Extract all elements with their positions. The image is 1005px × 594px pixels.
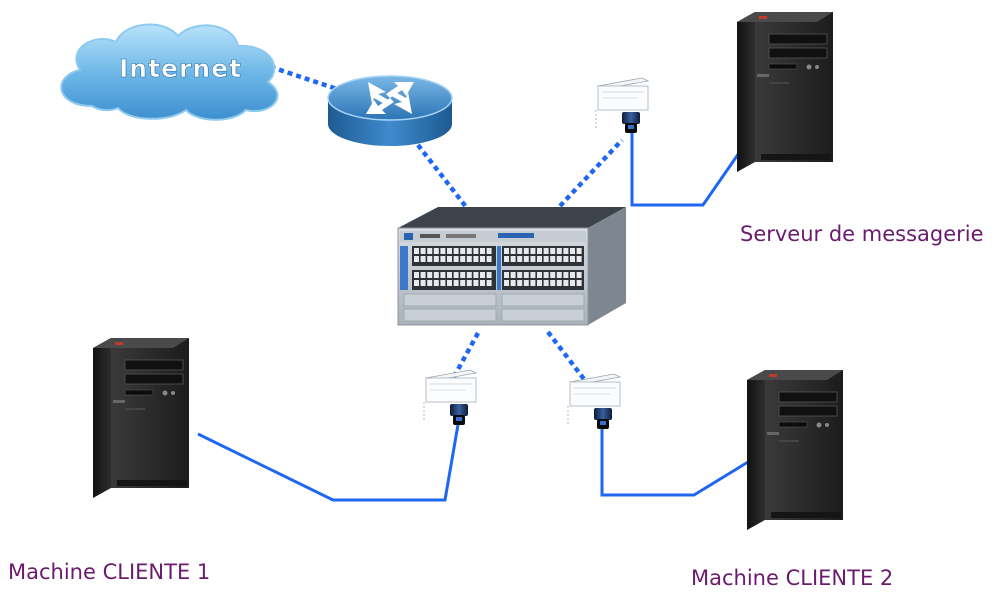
- server-computer: [736, 11, 834, 173]
- cloud-icon: [60, 23, 279, 121]
- client2-label: Machine CLIENTE 2: [691, 566, 894, 590]
- cable-client2: [600, 418, 749, 497]
- computer-tower-icon: [92, 337, 190, 499]
- switch-icon: [397, 207, 626, 326]
- cable-server: [630, 130, 750, 207]
- client1-computer: [92, 337, 190, 499]
- wall-port-icon: [595, 77, 649, 134]
- wall-port-icon: [567, 373, 621, 430]
- link-switch-port-server: [558, 138, 624, 208]
- internet-label: Internet: [119, 54, 242, 83]
- switch: [397, 207, 626, 326]
- router: [327, 75, 453, 146]
- client1-label: Machine CLIENTE 1: [8, 560, 211, 584]
- client2-computer: [746, 369, 844, 531]
- link-router-switch: [416, 143, 472, 214]
- router-icon: [327, 75, 453, 146]
- wall-port-client1: [423, 369, 477, 426]
- wall-port-icon: [423, 369, 477, 426]
- cable-client1: [197, 412, 462, 502]
- server-label: Serveur de messagerie: [740, 222, 984, 246]
- computer-tower-icon: [736, 11, 834, 173]
- wall-port-server: [595, 77, 649, 134]
- computer-tower-icon: [746, 369, 844, 531]
- wall-port-client2: [567, 373, 621, 430]
- internet-cloud: Internet: [60, 23, 279, 121]
